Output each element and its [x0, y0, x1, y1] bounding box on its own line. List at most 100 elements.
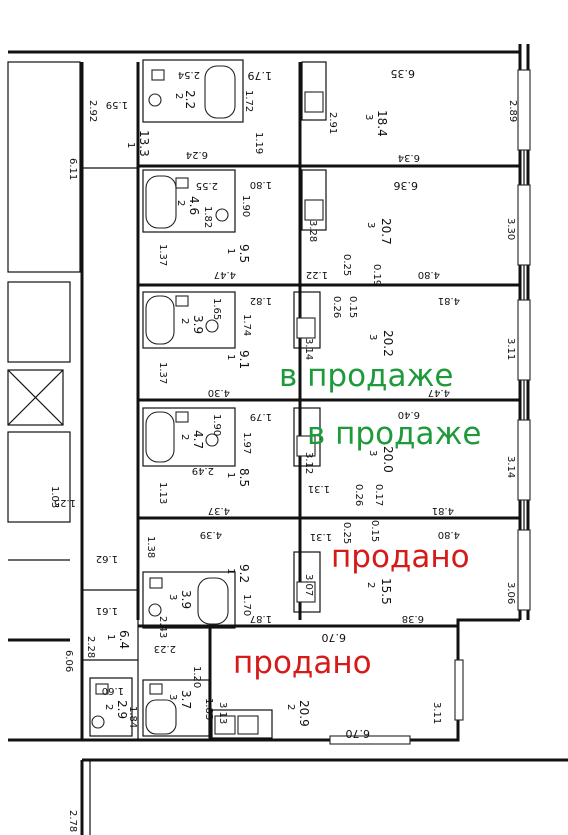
dim-label: 6.40 [398, 409, 420, 420]
room-number: 2 [179, 434, 190, 440]
room-number: 2 [285, 704, 296, 710]
dim-label: 2.54 [178, 69, 200, 80]
area-label: 2.9 [115, 700, 129, 719]
room-number: 3 [363, 114, 374, 120]
dim-label: 0.17 [373, 484, 384, 506]
dim-label: 6.70 [346, 727, 371, 740]
dim-label: 1.87 [250, 613, 272, 624]
dim-label: 1.82 [202, 206, 213, 228]
dimension-labels: 6.35 1.79 2.54 2.2 2 1.72 2.91 18.4 3 2.… [49, 67, 518, 832]
area-label: 20.0 [381, 446, 395, 473]
dim-label: 1.19 [253, 132, 264, 154]
dim-label: 1.83 [203, 698, 214, 720]
dim-label: 1.60 [102, 685, 124, 696]
room-number: 1 [225, 568, 236, 574]
status-label-for-sale: в продаже [279, 358, 454, 394]
dim-label: 6.70 [322, 631, 347, 644]
toilet-icons [91, 69, 229, 729]
dim-label: 6.06 [63, 650, 74, 672]
dim-label: 3.11 [505, 338, 516, 360]
area-label: 4.7 [191, 430, 205, 449]
area-label: 18.4 [375, 110, 389, 137]
dim-label: 6.35 [391, 67, 416, 80]
dim-label: 6.11 [67, 158, 78, 180]
dim-label: 4.47 [428, 387, 450, 398]
dim-label: 1.25 [54, 497, 76, 508]
dim-label: 4.81 [438, 295, 460, 306]
dim-label: 1.37 [157, 362, 168, 384]
status-label-for-sale: в продаже [307, 416, 482, 452]
dim-label: 1.79 [250, 411, 272, 422]
area-label: 9.1 [237, 350, 251, 369]
dim-label: 6.34 [398, 152, 420, 163]
dim-label: 1.79 [248, 69, 273, 82]
dim-label: 0.25 [341, 254, 352, 276]
area-label: 9.5 [237, 244, 251, 263]
dim-label: 3.30 [505, 218, 516, 240]
outer-walls [8, 44, 568, 835]
dim-label: 3.14 [303, 338, 314, 360]
dim-label: 2.91 [327, 112, 338, 134]
room-number: 1 [125, 142, 136, 148]
bathtubs [145, 65, 236, 735]
dim-label: 3.14 [505, 456, 516, 478]
windows [329, 69, 531, 745]
dim-label: 1.97 [241, 432, 252, 454]
room-number: 2 [365, 582, 376, 588]
dim-label: 4.39 [200, 529, 222, 540]
area-label: 13.3 [137, 130, 151, 157]
dim-label: 2.55 [196, 180, 218, 191]
dim-label: 0.25 [341, 522, 352, 544]
room-number: 3 [167, 594, 178, 600]
dim-label: 4.47 [214, 269, 236, 280]
dim-label: 4.37 [208, 505, 230, 516]
area-label: 20.2 [381, 330, 395, 357]
room-number: 3 [367, 450, 378, 456]
dim-label: 0.26 [353, 484, 364, 506]
dim-label: 0.15 [347, 296, 358, 318]
dim-label: 4.81 [432, 505, 454, 516]
dim-label: 3.06 [505, 582, 516, 604]
dim-label: 1.90 [240, 195, 251, 217]
dim-label: 0.26 [331, 296, 342, 318]
room-number: 1 [225, 248, 236, 254]
status-label-sold: продано [233, 645, 372, 681]
dim-label: 3.12 [303, 452, 314, 474]
dim-label: 1.65 [211, 298, 222, 320]
area-label: 4.6 [187, 196, 201, 215]
dim-label: 1.74 [241, 314, 252, 336]
room-number: 3 [367, 334, 378, 340]
dim-label: 1.62 [96, 553, 118, 564]
area-label: 3.9 [191, 315, 205, 334]
dim-label: 2.92 [87, 100, 98, 122]
dim-label: 6.38 [402, 613, 424, 624]
stove-icons [214, 91, 324, 735]
dim-label: 1.38 [145, 536, 156, 558]
dim-label: 0.15 [369, 520, 380, 542]
dim-label: 0.19 [371, 264, 382, 286]
dim-label: 3.11 [431, 702, 442, 724]
stair-core [7, 61, 81, 642]
room-number: 3 [167, 694, 178, 700]
dim-label: 1.90 [211, 414, 222, 436]
room-number: 2 [103, 704, 114, 710]
room-number: 1 [225, 472, 236, 478]
dim-label: 2.49 [192, 465, 214, 476]
dim-label: 1.20 [191, 666, 202, 688]
dim-label: 2.43 [157, 616, 168, 638]
dim-label: 1.82 [250, 295, 272, 306]
dim-label: 1.61 [96, 605, 118, 616]
dim-label: 6.24 [186, 149, 208, 160]
area-label: 3.9 [179, 590, 193, 609]
area-label: 20.9 [297, 700, 311, 727]
area-label: 9.2 [237, 564, 251, 583]
area-label: 15.5 [379, 578, 393, 605]
dim-label: 1.31 [310, 531, 332, 542]
dim-label: 3.13 [217, 702, 228, 724]
area-label: 3.7 [179, 690, 193, 709]
room-number: 2 [179, 318, 190, 324]
dim-label: 1.22 [306, 269, 328, 280]
dim-label: 1.03 [49, 486, 60, 508]
dim-label: 4.30 [208, 387, 230, 398]
